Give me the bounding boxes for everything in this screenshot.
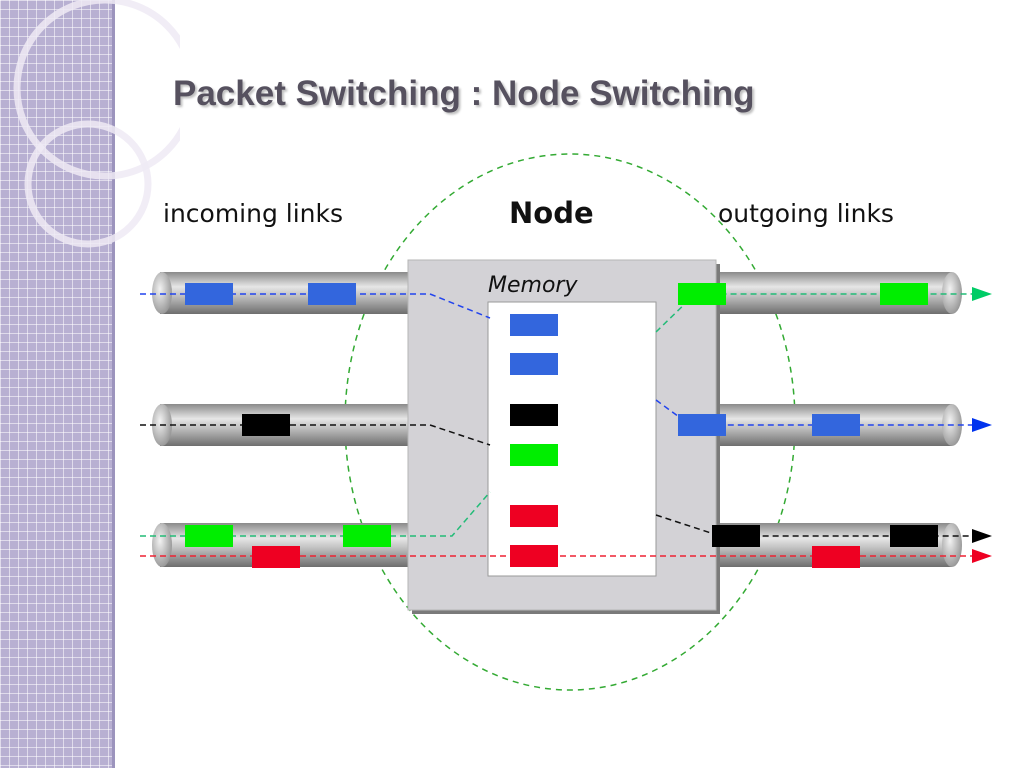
packet-green-in-2 (343, 525, 391, 547)
packet-blue-out-1 (678, 414, 726, 436)
packet-black-out-1 (712, 525, 760, 547)
memory-packet-red-2 (510, 545, 558, 567)
node-box: Memory (407, 259, 720, 614)
arrow-blue-icon (972, 418, 992, 432)
memory-packet-red-1 (510, 505, 558, 527)
memory-label: Memory (488, 273, 578, 298)
memory-packet-blue-2 (510, 353, 558, 375)
packet-green-out-1 (678, 283, 726, 305)
sidebar-edge (112, 0, 115, 768)
node-label: Node (509, 196, 594, 230)
packet-black-in-1 (242, 414, 290, 436)
slide-title: Packet Switching : Node Switching (173, 74, 755, 113)
flow-line-black-in (140, 424, 491, 446)
decorative-circles (13, 0, 180, 248)
packet-red-in-1 (252, 546, 300, 568)
memory-packet-black (510, 404, 558, 426)
packet-black-out-2 (890, 525, 938, 547)
memory-packet-blue-1 (510, 314, 558, 336)
node-switching-diagram: incoming links Node outgoing links Memor… (140, 153, 992, 691)
arrow-red-icon (972, 549, 992, 563)
packet-green-in-1 (185, 525, 233, 547)
packet-green-out-2 (880, 283, 928, 305)
flow-line-blue-in (140, 293, 491, 319)
flow-line-green-in (140, 491, 491, 537)
packet-blue-out-2 (812, 414, 860, 436)
sidebar-pattern (0, 0, 112, 768)
outgoing-links-label: outgoing links (718, 199, 894, 228)
memory-packet-green (510, 444, 558, 466)
packet-blue-in-2 (308, 283, 356, 305)
arrow-green-icon (972, 287, 992, 301)
packet-blue-in-1 (185, 283, 233, 305)
packet-red-out-1 (812, 546, 860, 568)
flow-line-black-out (655, 514, 978, 537)
incoming-links-label: incoming links (163, 199, 343, 228)
arrow-black-icon (972, 529, 992, 543)
memory-buffer (487, 301, 657, 577)
